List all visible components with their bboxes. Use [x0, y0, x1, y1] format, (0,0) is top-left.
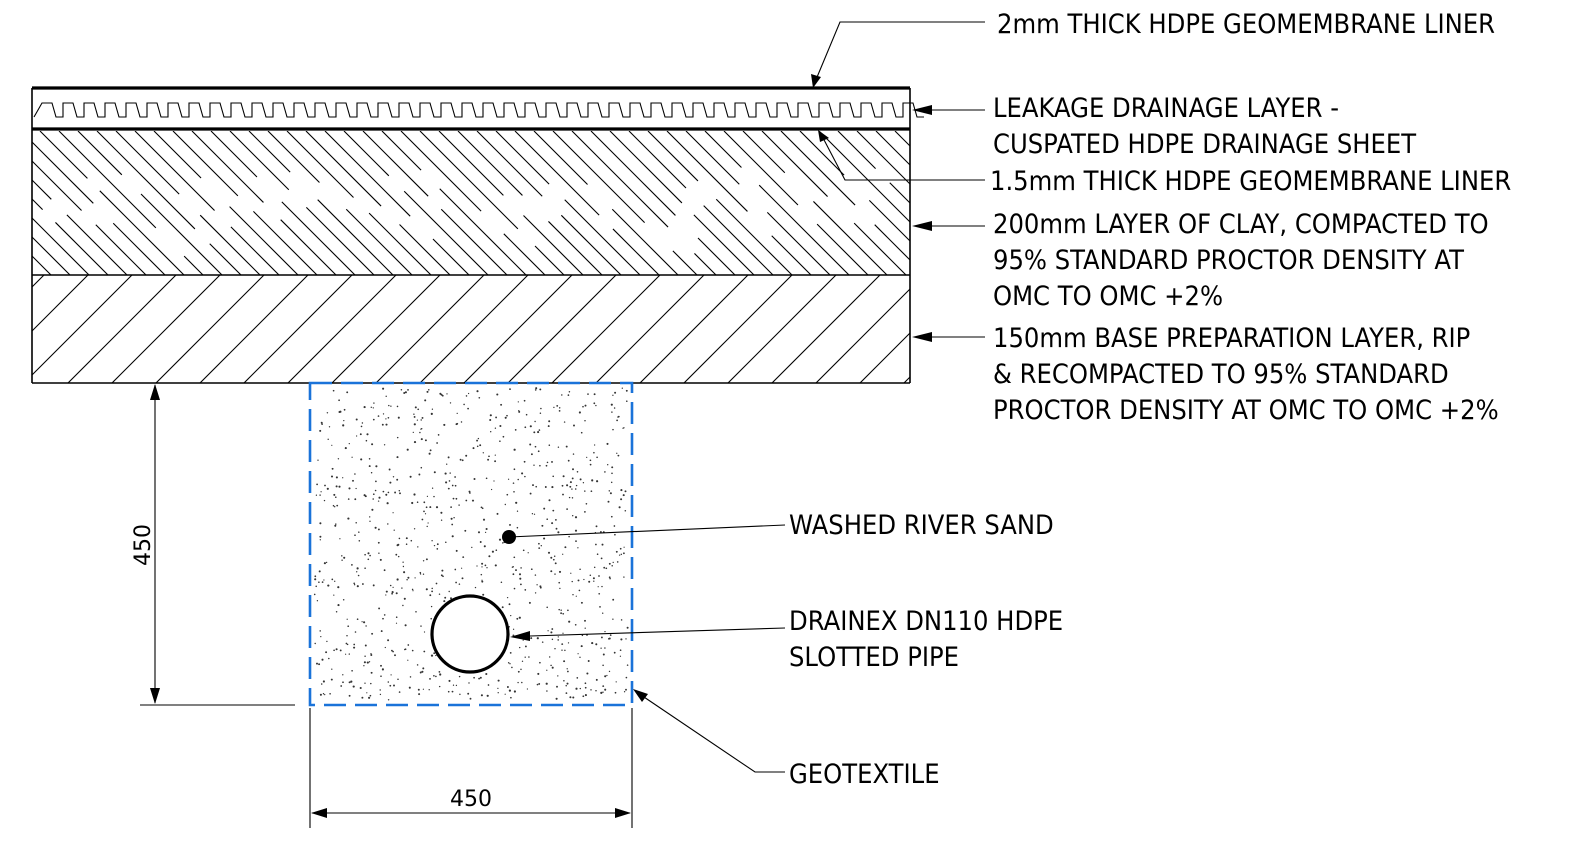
label-clay-3: OMC TO OMC +2% [993, 281, 1223, 313]
label-drainage-layer-1: LEAKAGE DRAINAGE LAYER - [993, 93, 1339, 125]
layer-outlines [31, 86, 911, 384]
label-base-3: PROCTOR DENSITY AT OMC TO OMC +2% [993, 395, 1499, 427]
label-pipe-2: SLOTTED PIPE [789, 642, 959, 674]
depth-dimension: 450 [131, 382, 305, 706]
label-base-2: & RECOMPACTED TO 95% STANDARD [993, 359, 1449, 391]
label-drainage-layer-2: CUSPATED HDPE DRAINAGE SHEET [993, 129, 1416, 161]
label-clay-1: 200mm LAYER OF CLAY, COMPACTED TO [993, 209, 1489, 241]
label-2mm-liner: 2mm THICK HDPE GEOMEMBRANE LINER [997, 9, 1495, 41]
width-dimension-text: 450 [450, 787, 492, 812]
slotted-pipe [430, 594, 510, 674]
label-base-1: 150mm BASE PREPARATION LAYER, RIP [993, 323, 1470, 355]
label-sand: WASHED RIVER SAND [789, 510, 1054, 542]
label-clay-2: 95% STANDARD PROCTOR DENSITY AT [993, 245, 1464, 277]
cuspated-drainage-sheet [33, 102, 924, 118]
geotextile-wrap [308, 381, 634, 707]
base-preparation-layer [32, 275, 910, 383]
clay-layer [32, 131, 910, 275]
label-15mm-liner: 1.5mm THICK HDPE GEOMEMBRANE LINER [990, 166, 1511, 198]
label-pipe-1: DRAINEX DN110 HDPE [789, 606, 1063, 638]
leader-lines [508, 21, 985, 773]
width-dimension: 450 [309, 708, 633, 828]
depth-dimension-text: 450 [131, 524, 156, 566]
label-geotextile: GEOTEXTILE [789, 759, 940, 791]
